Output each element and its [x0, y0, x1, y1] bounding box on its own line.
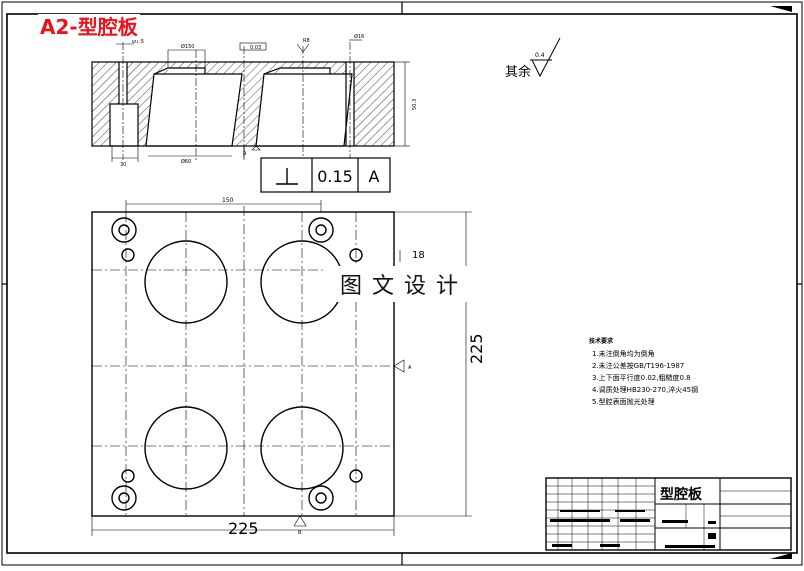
dim-mark-b: R8: [303, 38, 310, 44]
tolerance-value: 0.15: [317, 167, 353, 186]
surface-finish-note: 其余 0.4: [505, 37, 561, 80]
dim-plan-right-height: 225: [467, 333, 486, 364]
datum-right-label: A: [408, 365, 412, 371]
dim-height: 50.3: [412, 99, 418, 110]
dim-plan-bottom-width: 225: [228, 519, 259, 538]
watermark-label: 图文设计: [324, 266, 484, 302]
dim-right-dia: Ø16: [354, 33, 364, 40]
surface-note-label: 其余: [505, 64, 531, 80]
title-block-part-name: 型腔板: [660, 486, 703, 503]
cavity-4: [260, 406, 344, 490]
surface-roughness: 0.4: [535, 52, 545, 59]
dim-flatness: 0.03: [250, 45, 261, 51]
dim-pocket-top: Ø150: [181, 43, 194, 50]
tolerance-datum: A: [369, 167, 380, 186]
title-block: 型腔板: [545, 477, 792, 551]
tech-note-3: 3.上下面平行度0.02,粗糙度0.8: [592, 373, 691, 382]
dim-top-left: Ø7.5: [132, 38, 144, 45]
dim-pocket-bottom: Ø60: [181, 158, 191, 165]
datum-a-label: A: [243, 151, 247, 157]
plan-view: 150 225 225 18 A B: [91, 197, 486, 538]
roughness-icon: [531, 37, 561, 78]
dim-plan-right-small: 18: [412, 250, 425, 261]
sheet-title: A2-型腔板: [38, 14, 140, 40]
datum-bottom-label: B: [298, 530, 302, 536]
tolerance-frame: 0.15 A: [243, 146, 391, 193]
tech-note-2: 2.未注公差按GB/T196-1987: [592, 361, 684, 370]
tech-note-1: 1.未注倒角均为倒角: [592, 349, 655, 358]
cavity-1: [144, 240, 228, 324]
tech-note-4: 4.调质处理HB230-270,淬火45钢: [592, 385, 698, 394]
dim-plan-top: 150: [222, 197, 234, 204]
tech-notes-title: 技术要求: [589, 337, 614, 345]
dim-left-bottom: 30: [120, 162, 126, 168]
section-view: Ø7.5 Ø150 0.03 R8 Ø16 30 Ø60 50.3 A: [91, 33, 418, 168]
technical-notes: 技术要求 1.未注倒角均为倒角 2.未注公差按GB/T196-1987 3.上下…: [589, 337, 698, 406]
cavity-3: [144, 406, 228, 490]
tech-note-5: 5.型腔表面抛光处理: [592, 397, 655, 406]
